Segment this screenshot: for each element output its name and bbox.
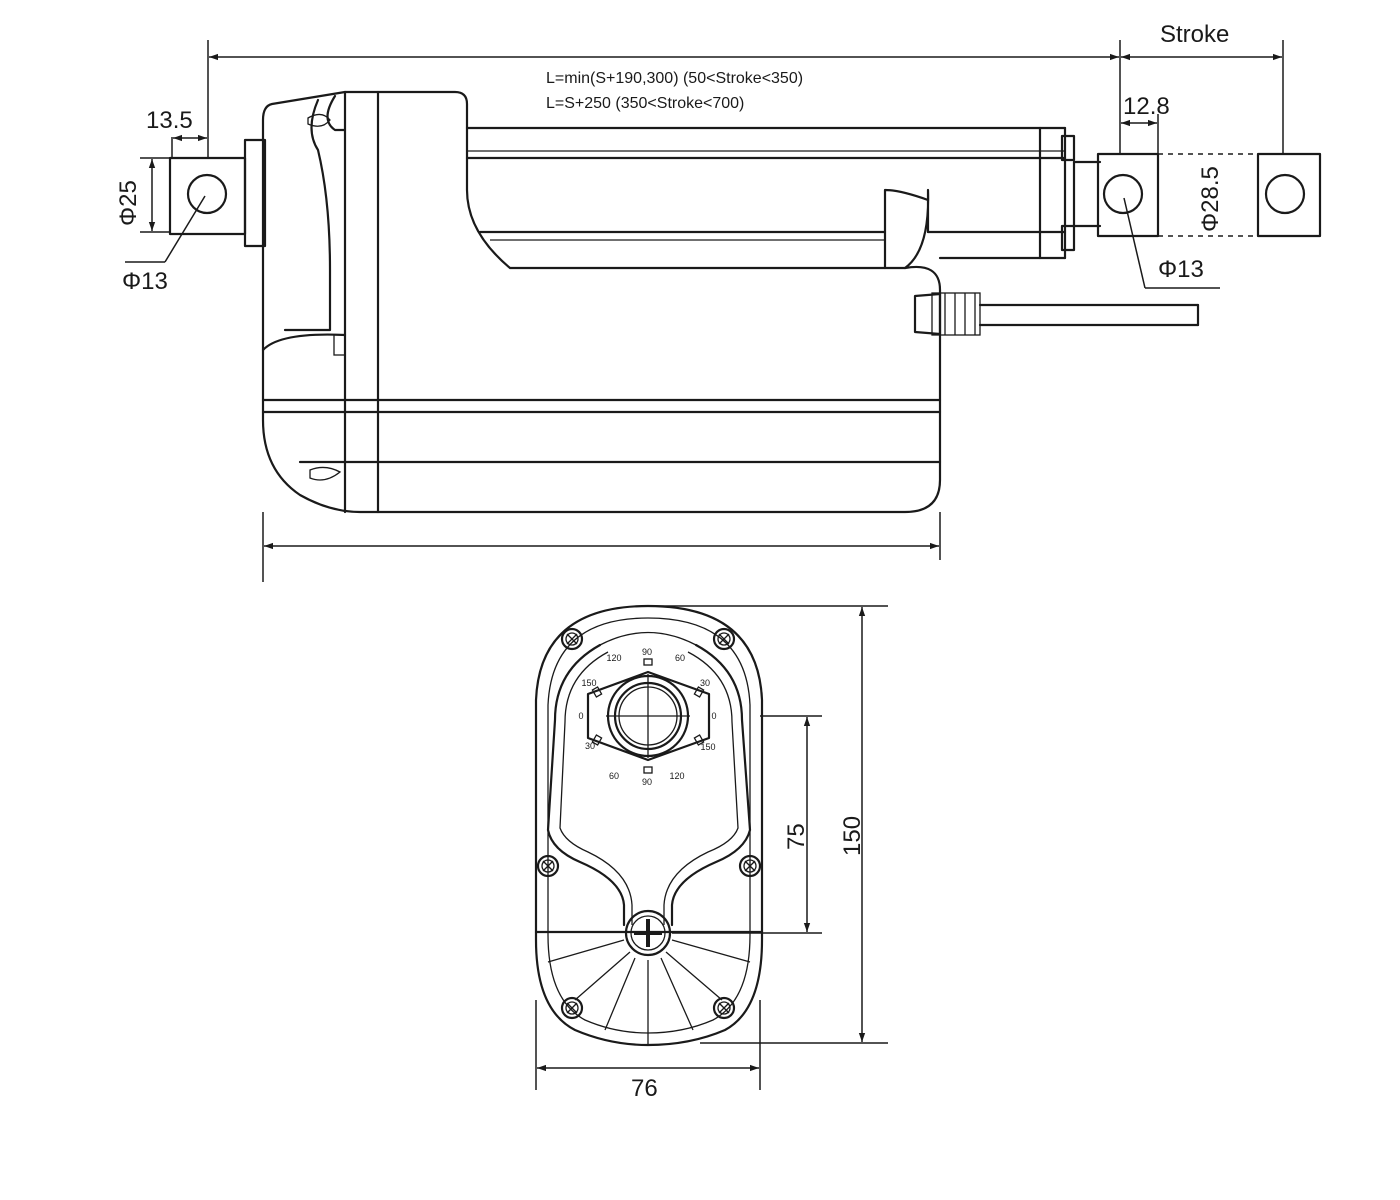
mount-screws: [536, 627, 762, 1020]
outer-tube: [465, 126, 1102, 270]
length-formula-2: L=S+250 (350<Stroke<700): [546, 95, 744, 112]
scale-mark: 90: [642, 647, 652, 657]
scale-mark: 120: [606, 653, 621, 663]
screw-top-right: [712, 627, 736, 651]
scale-mark: 120: [669, 771, 684, 781]
scale-mark: 0: [578, 711, 583, 721]
lower-pivot: [624, 909, 672, 957]
scale-mark: 90: [642, 777, 652, 787]
output-shaft: [586, 658, 711, 774]
dim-rod-offset-label: 12.8: [1123, 93, 1170, 120]
screw-top-left: [560, 627, 584, 651]
dim-rod-hole-label: Φ13: [1158, 256, 1204, 283]
scale-mark: 60: [675, 653, 685, 663]
dim-rear-diameter-label: Φ25: [115, 180, 142, 226]
scale-mark: 60: [609, 771, 619, 781]
screw-bottom-right: [712, 996, 736, 1020]
screw-mid-left: [536, 854, 560, 878]
dim-rod-diameter-label: Φ28.5: [1197, 166, 1224, 232]
dim-mount-spacing-label: 75: [783, 823, 810, 850]
dim-rear-hole-label: Φ13: [122, 268, 168, 295]
motor-housing: [261, 90, 942, 514]
dim-rear-offset-label: 13.5: [146, 107, 193, 134]
screw-mid-right: [738, 854, 762, 878]
scale-mark: 30: [585, 741, 595, 751]
rod-end-clevis: [1096, 152, 1258, 238]
cable-gland: [913, 292, 1200, 336]
scale-mark: 150: [700, 742, 715, 752]
end-view: 120 90 60 150 30 0 0 30 150 60 90 120: [534, 604, 888, 1102]
scale-mark: 30: [700, 678, 710, 688]
scale-mark: 0: [711, 711, 716, 721]
dim-width-label: 76: [631, 1075, 658, 1102]
length-formula-1: L=min(S+190,300) (50<Stroke<350): [546, 70, 803, 87]
angle-scale: 120 90 60 150 30 0 0 30 150 60 90 120: [578, 647, 716, 787]
rod-end-extended: [1256, 152, 1322, 238]
scale-mark: 150: [581, 678, 596, 688]
dim-stroke-label: Stroke: [1160, 21, 1229, 48]
side-view: Stroke L=min(S+190,300) (50<Stroke<350) …: [115, 21, 1322, 582]
screw-bottom-left: [560, 996, 584, 1020]
dim-height-label: 150: [839, 816, 866, 856]
